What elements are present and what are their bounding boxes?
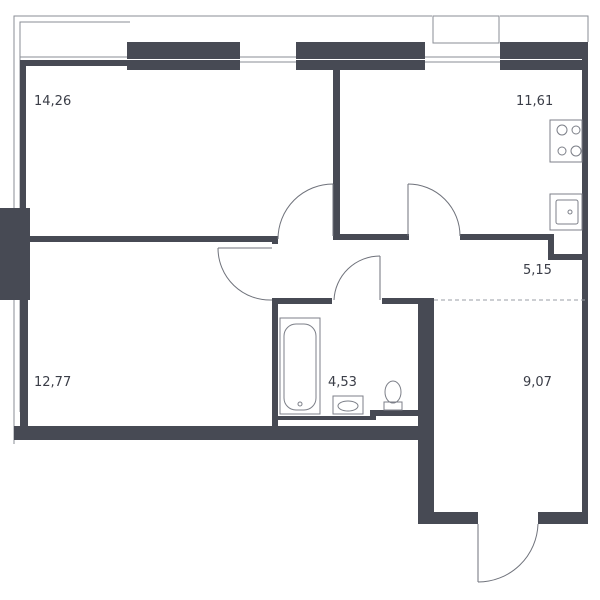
stove-icon: [549, 119, 583, 163]
toilet-icon: [383, 380, 403, 411]
washbasin-icon: [332, 395, 364, 415]
outer-outline: [13, 15, 589, 444]
room-area-label: 4,53: [328, 375, 357, 390]
room-area-label: 14,26: [34, 94, 71, 109]
bathtub-icon: [279, 317, 321, 415]
room-area-label: 12,77: [34, 375, 71, 390]
walls: [0, 42, 588, 524]
doors: [217, 183, 539, 583]
kitchen-sink-icon: [549, 193, 583, 231]
room-area-label: 11,61: [516, 94, 553, 109]
room-area-label: 9,07: [523, 375, 552, 390]
room-area-label: 5,15: [523, 263, 552, 278]
